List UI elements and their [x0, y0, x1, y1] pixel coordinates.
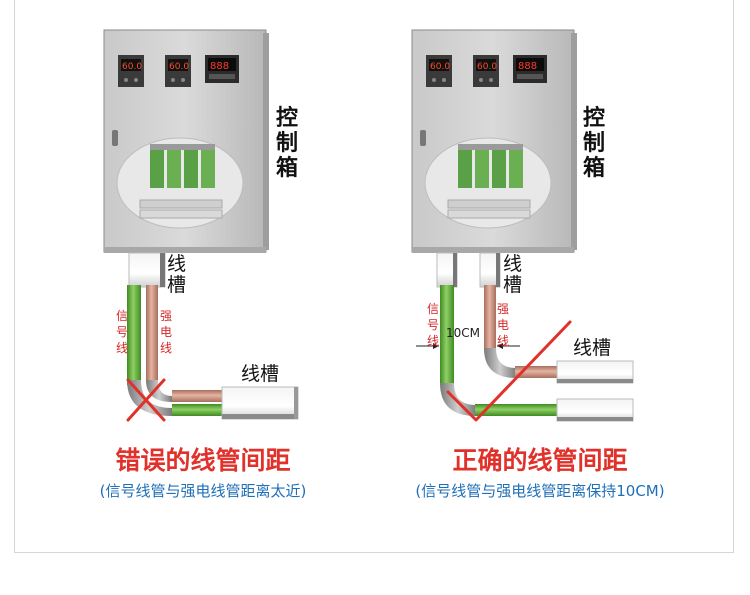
svg-text:强: 强 — [160, 309, 172, 323]
svg-text:线: 线 — [427, 334, 439, 348]
power-pipe — [146, 285, 222, 402]
check-mark-icon — [446, 320, 572, 422]
signal-pipe — [127, 285, 222, 416]
left-title: 错误的线管间距 — [115, 446, 290, 475]
right-title: 正确的线管间距 — [452, 446, 627, 475]
cabinet-label: 控 制 箱 — [583, 105, 605, 181]
left-panel: 60.0 60.0 888 — [100, 29, 307, 500]
temperature-meter: 60.0 — [165, 55, 191, 87]
temperature-meter: 60.0 — [118, 55, 144, 87]
wire-trough-vertical — [436, 252, 501, 288]
right-panel: 60.0 60.0 888 — [411, 29, 665, 500]
digital-controller: 888 — [513, 55, 547, 83]
svg-text:制: 制 — [583, 131, 605, 156]
svg-text:电: 电 — [497, 318, 509, 332]
trough-label-vertical: 线 槽 — [167, 253, 186, 296]
control-cabinet: 60.0 60.0 888 — [103, 29, 269, 253]
left-subtitle: (信号线管与强电线管距离太近) — [100, 482, 307, 500]
svg-text:60.0: 60.0 — [430, 62, 450, 72]
wire-trough-horizontal — [221, 386, 299, 420]
svg-text:线: 线 — [503, 253, 522, 275]
trough-label: 线槽 — [573, 337, 611, 359]
svg-text:箱: 箱 — [276, 155, 298, 181]
control-cabinet: 60.0 60.0 888 — [411, 29, 577, 253]
cabinet-window — [116, 137, 244, 229]
right-subtitle: (信号线管与强电线管距离保持10CM) — [415, 482, 664, 500]
svg-text:信: 信 — [116, 309, 128, 323]
cabinet-window — [424, 137, 552, 229]
signal-wire-label: 信 号 线 — [427, 302, 439, 348]
figure-frame — [14, 0, 734, 553]
svg-text:号: 号 — [116, 325, 128, 339]
svg-text:888: 888 — [518, 61, 537, 72]
power-wire-label: 强 电 线 — [160, 309, 172, 355]
svg-text:线: 线 — [497, 334, 509, 348]
svg-text:888: 888 — [210, 61, 229, 72]
svg-text:60.0: 60.0 — [122, 62, 142, 72]
svg-text:信: 信 — [427, 302, 439, 316]
svg-text:强: 强 — [497, 302, 509, 316]
trough-label: 线槽 — [241, 363, 279, 385]
svg-text:线: 线 — [116, 341, 128, 355]
distance-label: 10CM — [446, 326, 480, 340]
svg-text:箱: 箱 — [583, 155, 605, 181]
svg-text:控: 控 — [583, 105, 605, 131]
wire-trough-horizontal — [556, 360, 634, 422]
svg-text:槽: 槽 — [167, 274, 186, 296]
temperature-meter: 60.0 — [426, 55, 452, 87]
svg-text:电: 电 — [160, 325, 172, 339]
cabinet-handle — [112, 130, 118, 146]
power-pipe — [484, 285, 559, 378]
digital-controller: 888 — [205, 55, 239, 83]
wire-trough-vertical — [128, 252, 166, 288]
distance-marker: 10CM — [416, 326, 520, 349]
svg-text:60.0: 60.0 — [169, 62, 189, 72]
cabinet-label: 控 制 箱 — [276, 105, 298, 181]
svg-text:线: 线 — [160, 341, 172, 355]
svg-text:线: 线 — [167, 253, 186, 275]
temperature-meter: 60.0 — [473, 55, 499, 87]
wrong-mark-icon — [126, 378, 166, 422]
svg-text:60.0: 60.0 — [477, 62, 497, 72]
svg-text:号: 号 — [427, 318, 439, 332]
power-wire-label: 强 电 线 — [497, 302, 509, 348]
svg-text:制: 制 — [276, 131, 298, 156]
svg-text:控: 控 — [276, 105, 298, 131]
svg-text:槽: 槽 — [503, 274, 522, 296]
signal-wire-label: 信 号 线 — [116, 309, 128, 355]
trough-label-vertical: 线 槽 — [503, 253, 522, 296]
cabinet-handle — [420, 130, 426, 146]
